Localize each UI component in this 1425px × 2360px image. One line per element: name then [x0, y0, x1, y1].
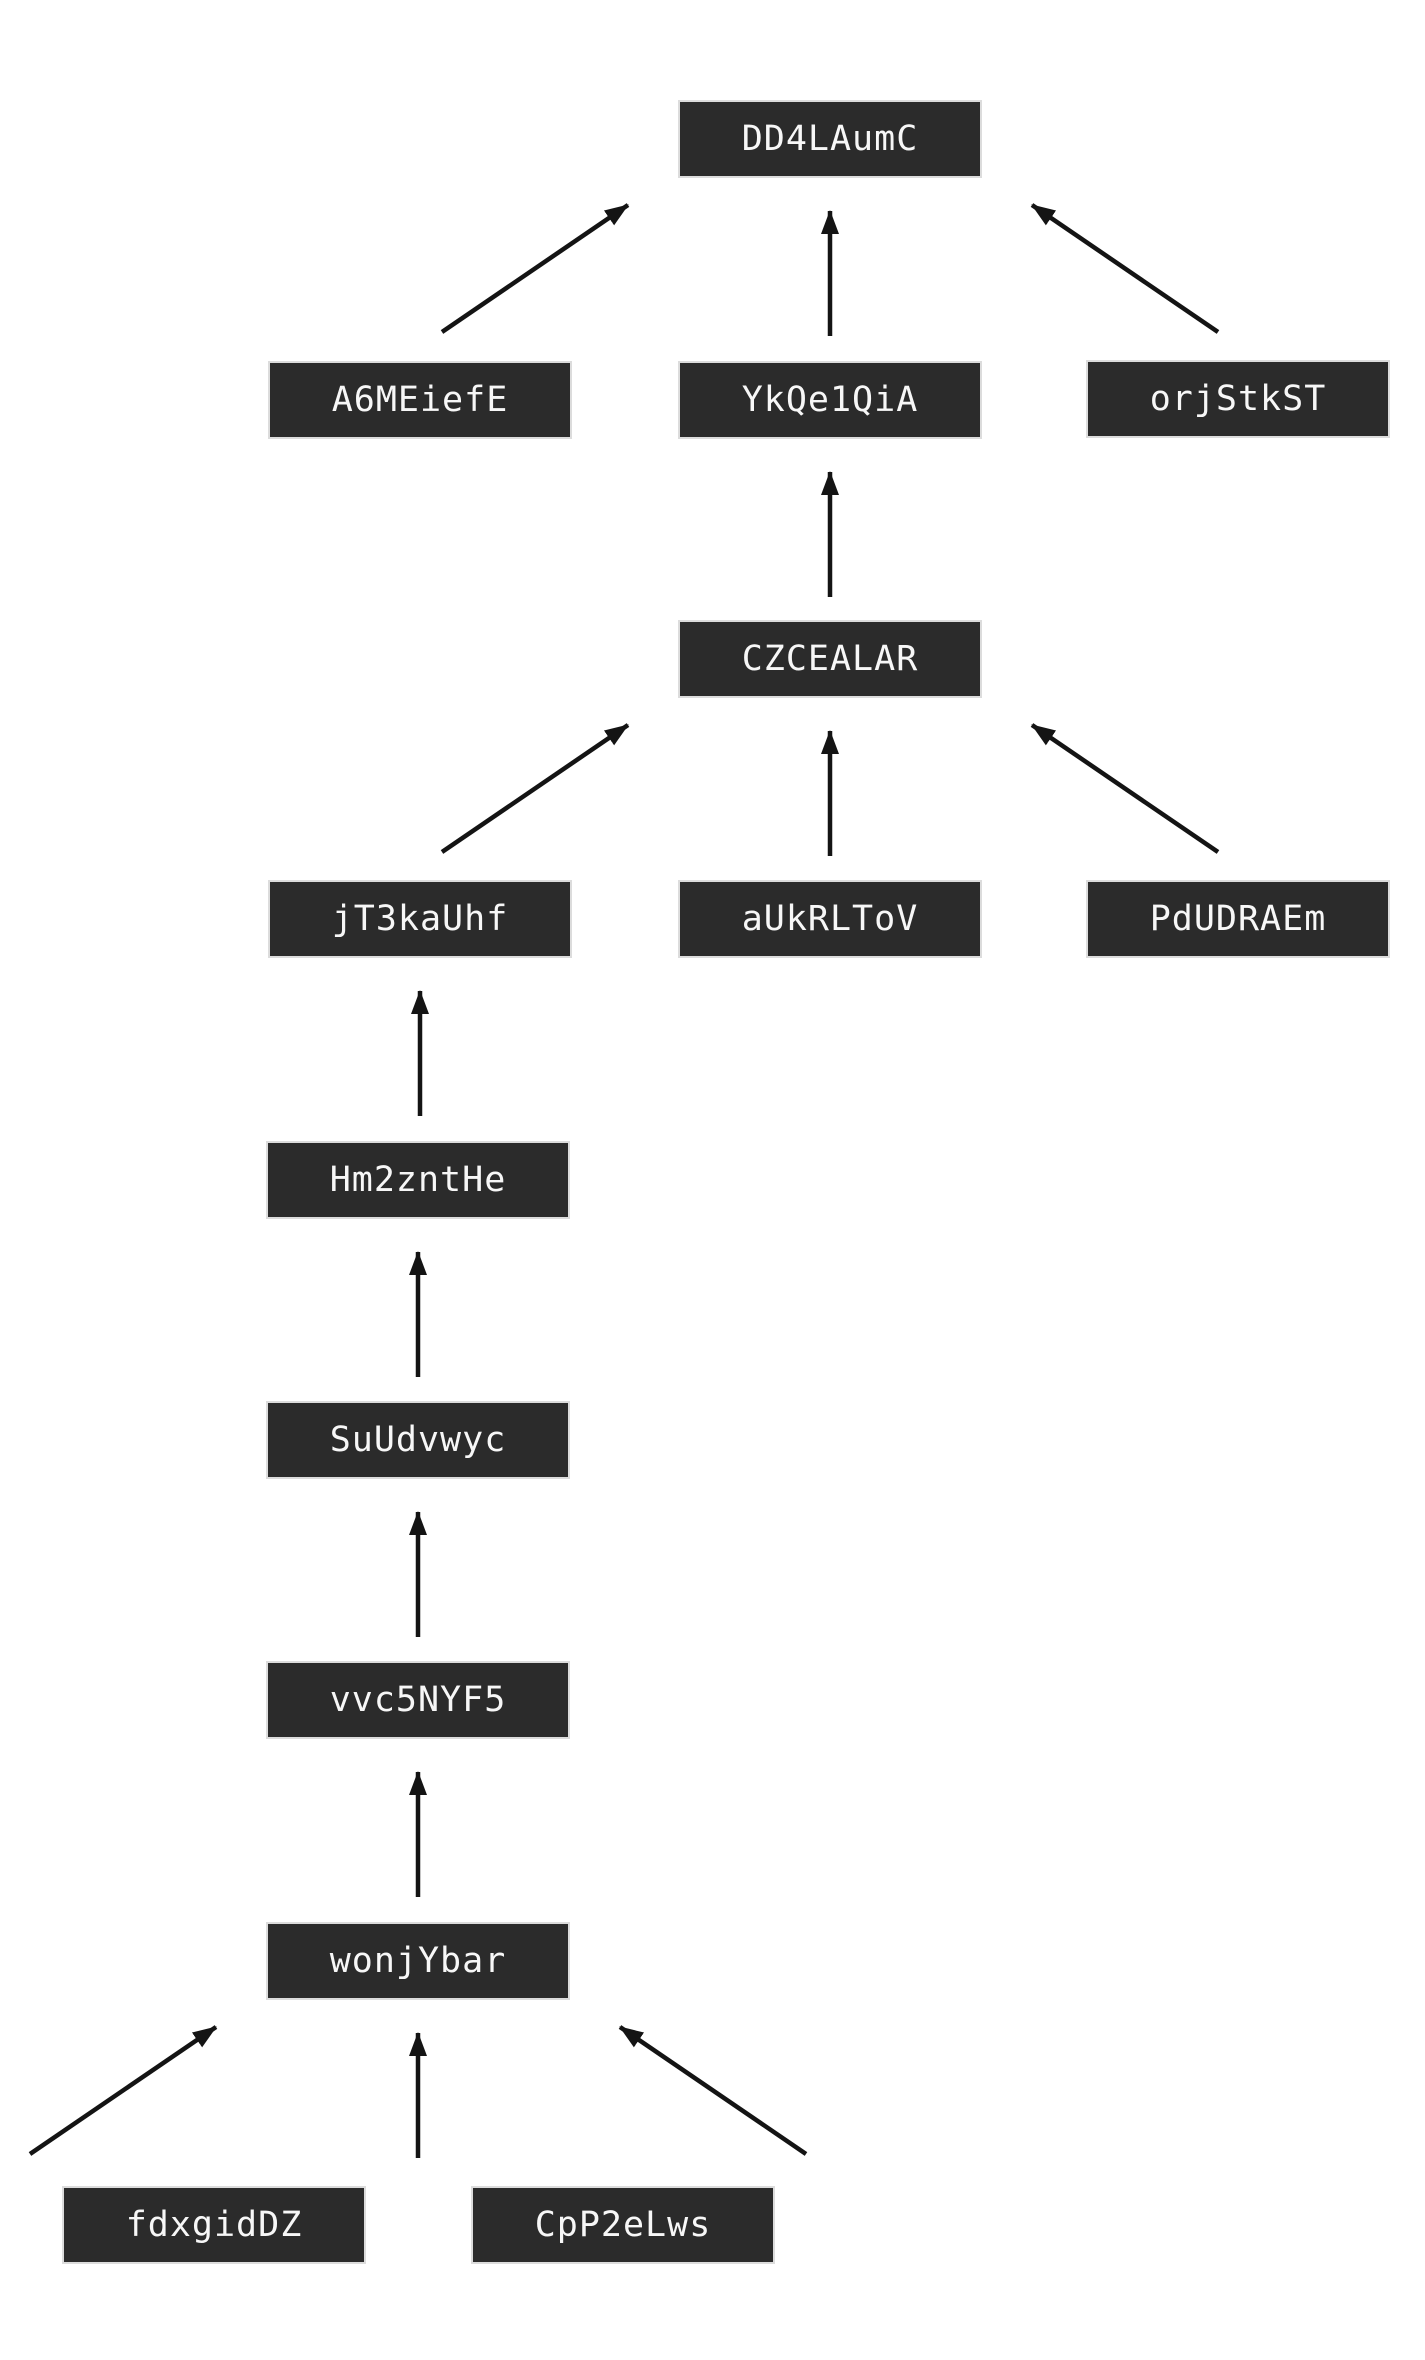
node-wonjybar: wonjYbar [266, 1922, 570, 2000]
node-ykqe1qia: YkQe1QiA [678, 361, 982, 439]
edge-arrow-a6meiefe-to-dd4laumc [440, 203, 630, 334]
node-orjstkst: orjStkST [1086, 360, 1390, 438]
node-czcealar: CZCEALAR [678, 620, 982, 698]
edge-arrow-cpp2elws-to-wonjybar [618, 2025, 808, 2156]
node-vvc5nyf5: vvc5NYF5 [266, 1661, 570, 1739]
node-jt3kauhf: jT3kaUhf [268, 880, 572, 958]
node-dd4laumc: DD4LAumC [678, 100, 982, 178]
node-cpp2elws: CpP2eLws [471, 2186, 775, 2264]
node-a6meiefe: A6MEiefE [268, 361, 572, 439]
node-aukrltov: aUkRLToV [678, 880, 982, 958]
edge-arrow-fdxgiddz-to-wonjybar [28, 2025, 218, 2156]
node-pdudraem: PdUDRAEm [1086, 880, 1390, 958]
edge-arrow-orjstkst-to-dd4laumc [1030, 203, 1220, 334]
node-hm2znthe: Hm2zntHe [266, 1141, 570, 1219]
node-suudvwyc: SuUdvwyc [266, 1401, 570, 1479]
edge-group [28, 203, 1220, 2158]
edge-arrow-pdudraem-to-czcealar [1030, 723, 1220, 854]
edge-arrow-jt3kauhf-to-czcealar [440, 723, 630, 854]
node-fdxgiddz: fdxgidDZ [62, 2186, 366, 2264]
